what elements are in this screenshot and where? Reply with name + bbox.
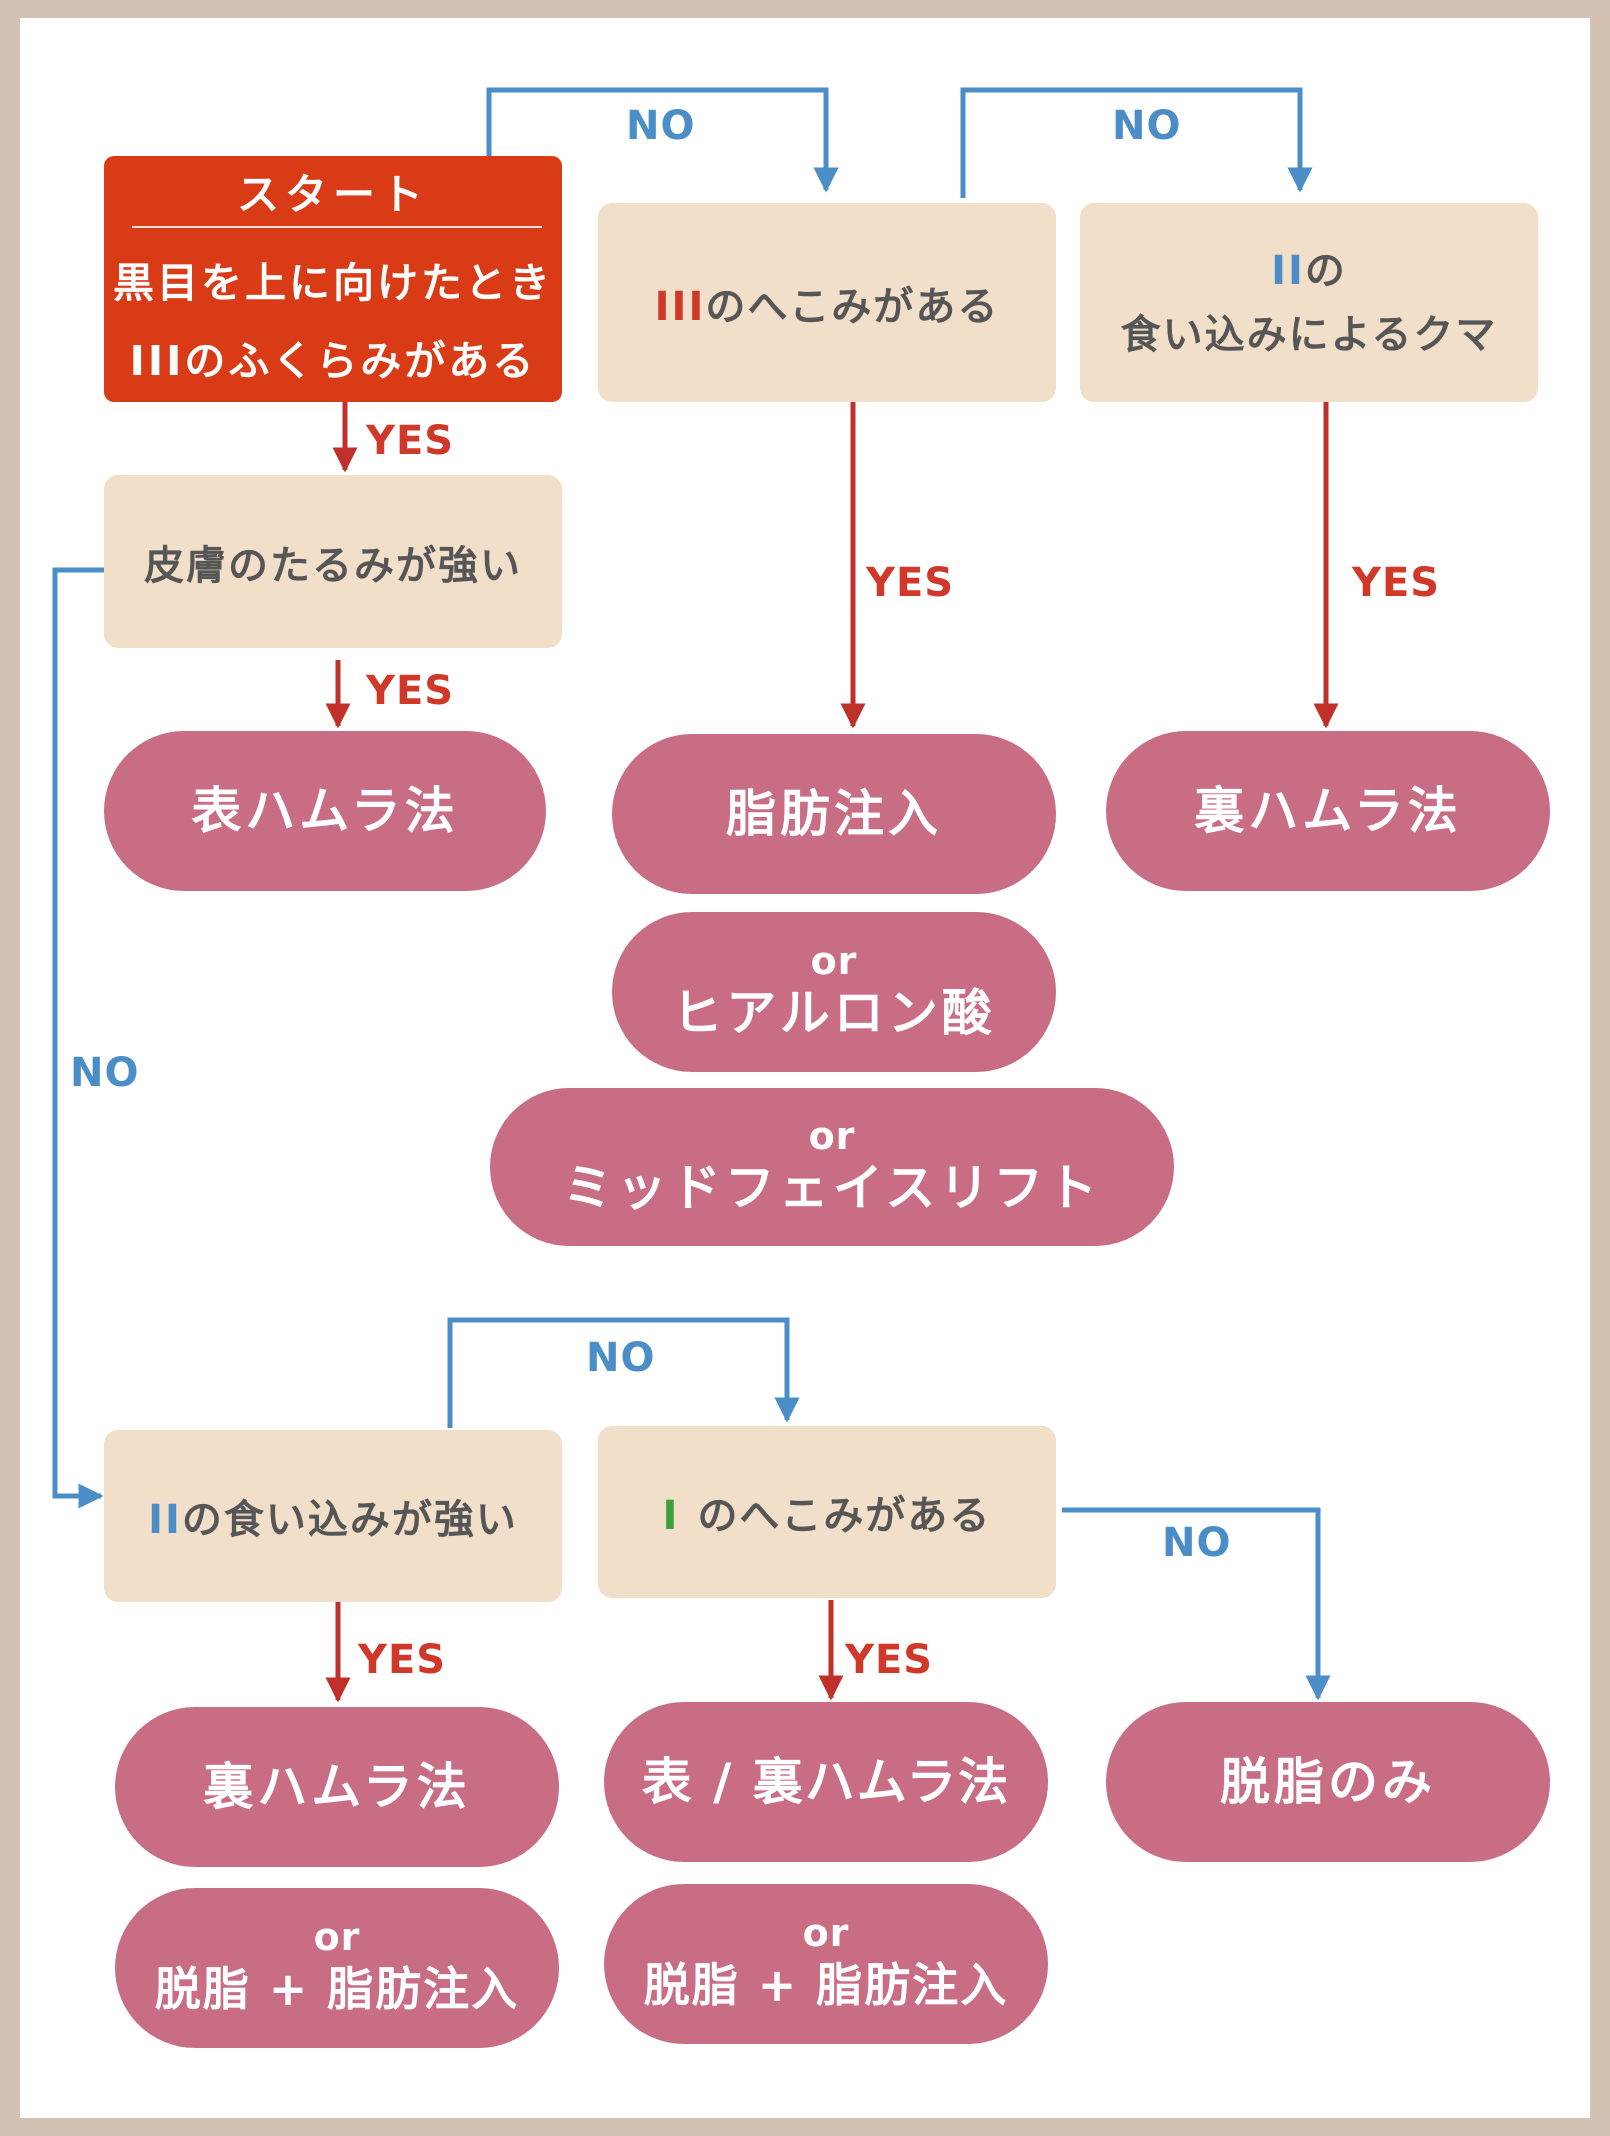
question-bite-2-dark-circle: IIの 食い込みによるクマ [1080,203,1538,402]
start-box: スタート 黒目を上に向けたとき IIIのふくらみがある [104,156,562,402]
result-midface-lift: or ミッドフェイスリフト [490,1088,1174,1246]
question-bite-2-line1-text: の [1304,247,1347,294]
result-fat-injection-label: 脂肪注入 [726,785,942,843]
no-label: NO [626,103,696,149]
result-front-hamra: 表ハムラ法 [104,731,546,891]
result-fat-removal-injection-1: or 脱脂 + 脂肪注入 [115,1888,559,2048]
result-back-hamra-bottom: 裏ハムラ法 [115,1707,559,1867]
question-depression-1: I のへこみがある [598,1426,1056,1598]
question-depression-1-text: のへこみがある [697,1493,992,1539]
result-fat-removal-injection-1-label: 脱脂 + 脂肪注入 [154,1962,520,2016]
result-midface-lift-label: ミッドフェイスリフト [562,1159,1102,1217]
or-label: or [808,1114,856,1158]
result-back-hamra-top: 裏ハムラ法 [1106,731,1550,891]
result-front-hamra-label: 表ハムラ法 [191,782,459,840]
question-depression-3-label: IIIのへこみがある [655,274,1000,332]
result-front-back-hamra-label: 表 / 裏ハムラ法 [641,1753,1011,1811]
yes-label: YES [866,560,955,606]
start-title: スタート [236,170,429,219]
result-fat-removal-only-label: 脱脂のみ [1220,1753,1436,1811]
start-condition-line2: IIIのふくらみがある [104,326,562,396]
yes-label: YES [1352,560,1441,606]
roman-numeral-2: II [148,1497,182,1543]
no-connector-bite-2-strong-to-depression-1 [447,1317,800,1428]
no-connector-start-to-depression-3 [486,87,839,193]
result-fat-removal-only: 脱脂のみ [1106,1702,1550,1862]
roman-numeral-3: III [129,337,185,385]
question-bite-2-line2: 食い込みによるクマ [1120,311,1498,358]
start-condition-line2-text: のふくらみがある [184,337,537,385]
or-label: or [313,1915,361,1959]
no-connector-depression-1-to-fat-removal [1062,1507,1331,1701]
no-label: NO [70,1050,140,1096]
result-fat-removal-injection-2: or 脱脂 + 脂肪注入 [604,1884,1048,2044]
start-condition-line1: 黒目を上に向けたとき [113,259,553,307]
result-fat-injection: 脂肪注入 [612,734,1056,894]
no-connector-depression-3-to-bite-2 [960,87,1313,198]
roman-numeral-1: I [662,1493,680,1539]
question-skin-sagging-label: 皮膚のたるみが強い [144,542,522,589]
yes-label: YES [845,1637,934,1683]
question-depression-1-label: I のへこみがある [663,1483,992,1541]
question-bite-2-strong: IIの食い込みが強い [104,1430,562,1602]
result-hyaluronic: or ヒアルロン酸 [612,912,1056,1072]
start-divider [132,226,542,228]
result-back-hamra-bottom-label: 裏ハムラ法 [203,1758,471,1816]
yes-label: YES [366,668,455,714]
or-label: or [802,1911,850,1955]
question-depression-3-text: のへこみがある [705,283,1000,330]
result-fat-removal-injection-2-label: 脱脂 + 脂肪注入 [643,1958,1009,2012]
no-label: NO [1162,1520,1232,1566]
result-front-back-hamra: 表 / 裏ハムラ法 [604,1702,1048,1862]
result-hyaluronic-label: ヒアルロン酸 [672,984,996,1042]
no-label: NO [1112,103,1182,149]
question-bite-2-line1: IIの [1271,239,1347,303]
no-connector-sagging-to-bite-2-strong [52,567,104,1509]
roman-numeral-3: III [654,283,706,330]
yes-label: YES [358,1637,447,1683]
yes-label: YES [366,418,455,464]
roman-numeral-2: II [1271,247,1305,294]
result-back-hamra-top-label: 裏ハムラ法 [1194,782,1462,840]
question-skin-sagging: 皮膚のたるみが強い [104,475,562,648]
question-bite-2-strong-label: IIの食い込みが強い [148,1487,518,1545]
question-bite-2-strong-text: の食い込みが強い [181,1497,518,1543]
no-label: NO [586,1335,656,1381]
question-depression-3: IIIのへこみがある [598,203,1056,402]
or-label: or [810,939,858,983]
